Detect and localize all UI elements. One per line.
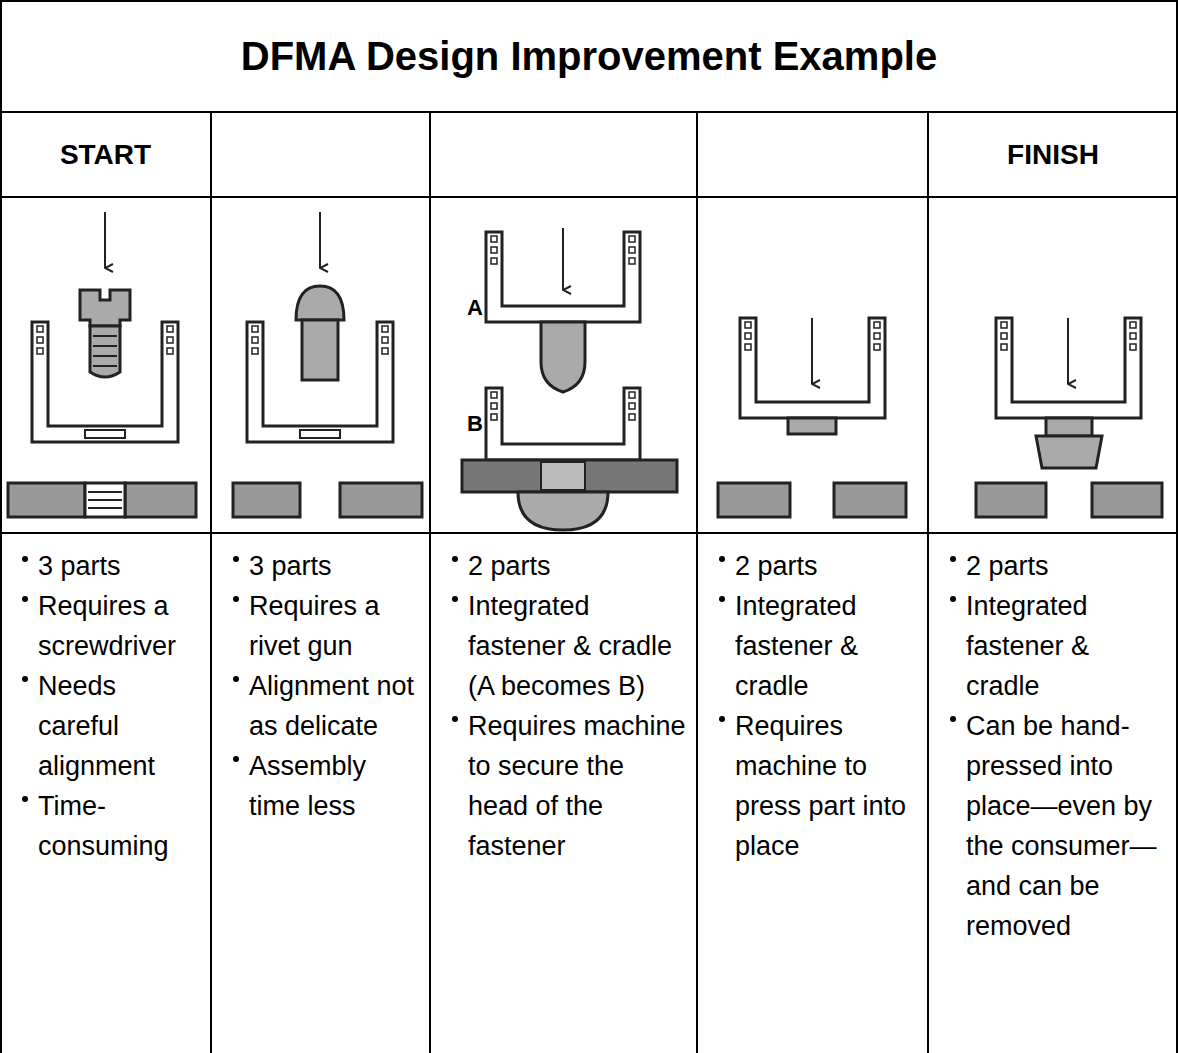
cell-text: Alignment not as delicate — [249, 671, 414, 741]
bullet-dot — [950, 596, 956, 602]
column-header: FINISH — [928, 112, 1178, 197]
cell-text: Integrated fastener & cradle (A becomes … — [468, 591, 672, 701]
bullet-dot — [719, 556, 725, 562]
bullet-item: Can be hand-pressed into place—even by t… — [948, 706, 1170, 946]
bullet-item: Requires machine to press part into plac… — [717, 706, 920, 866]
table-cell: 3 partsRequires a rivet gunAlignment not… — [231, 546, 422, 826]
bullet-dot — [452, 556, 458, 562]
bullet-item: Integrated fastener & cradle — [948, 586, 1170, 706]
bullet-dot — [22, 556, 28, 562]
cell-text: Integrated fastener & cradle — [966, 591, 1089, 701]
bullet-item: 3 parts — [231, 546, 422, 586]
bullet-dot — [233, 676, 239, 682]
cell-text: 2 parts — [468, 551, 551, 581]
bullet-dot — [719, 716, 725, 722]
cell-text: Assembly time less — [249, 751, 366, 821]
table-cell: 2 partsIntegrated fastener & cradle (A b… — [450, 546, 689, 866]
bullet-item: Integrated fastener & cradle (A becomes … — [450, 586, 689, 706]
bullet-dot — [950, 716, 956, 722]
callout-letter: A — [466, 296, 484, 320]
table-cell: 2 partsIntegrated fastener & cradleCan b… — [948, 546, 1170, 946]
bullet-item: Needs careful alignment — [20, 666, 203, 786]
column-header: START — [0, 112, 211, 197]
bullet-item: 2 parts — [948, 546, 1170, 586]
bullet-item: Requires a rivet gun — [231, 586, 422, 666]
table-cell: 3 partsRequires a screwdriverNeeds caref… — [20, 546, 203, 866]
cell-text: 3 parts — [249, 551, 332, 581]
bullet-dot — [22, 676, 28, 682]
bullet-item: Alignment not as delicate — [231, 666, 422, 746]
bullet-item: 2 parts — [450, 546, 689, 586]
bullet-dot — [452, 716, 458, 722]
bullet-dot — [22, 796, 28, 802]
bullet-item: Integrated fastener & cradle — [717, 586, 920, 706]
table-cell: 2 partsIntegrated fastener & cradleRequi… — [717, 546, 920, 866]
bullet-item: 3 parts — [20, 546, 203, 586]
bullet-item: 2 parts — [717, 546, 920, 586]
cell-text: Can be hand-pressed into place—even by t… — [966, 711, 1157, 941]
cell-text: Requires a rivet gun — [249, 591, 380, 661]
callout-letter: B — [466, 412, 484, 436]
bullet-dot — [233, 556, 239, 562]
table-title: DFMA Design Improvement Example — [0, 0, 1178, 112]
cell-text: Integrated fastener & cradle — [735, 591, 858, 701]
cell-text: 3 parts — [38, 551, 121, 581]
cell-text: Requires a screwdriver — [38, 591, 176, 661]
bullet-item: Time-consuming — [20, 786, 203, 866]
bullet-dot — [22, 596, 28, 602]
cell-text: Requires machine to press part into plac… — [735, 711, 906, 861]
cell-text: Requires machine to secure the head of t… — [468, 711, 686, 861]
bullet-dot — [950, 556, 956, 562]
bullet-dot — [233, 596, 239, 602]
cell-text: Time-consuming — [38, 791, 169, 861]
bullet-item: Requires a screwdriver — [20, 586, 203, 666]
cell-text: Needs careful alignment — [38, 671, 155, 781]
bullet-item: Requires machine to secure the head of t… — [450, 706, 689, 866]
cell-text: 2 parts — [735, 551, 818, 581]
cell-text: 2 parts — [966, 551, 1049, 581]
bullet-item: Assembly time less — [231, 746, 422, 826]
bullet-dot — [452, 596, 458, 602]
bullet-dot — [233, 756, 239, 762]
bullet-dot — [719, 596, 725, 602]
